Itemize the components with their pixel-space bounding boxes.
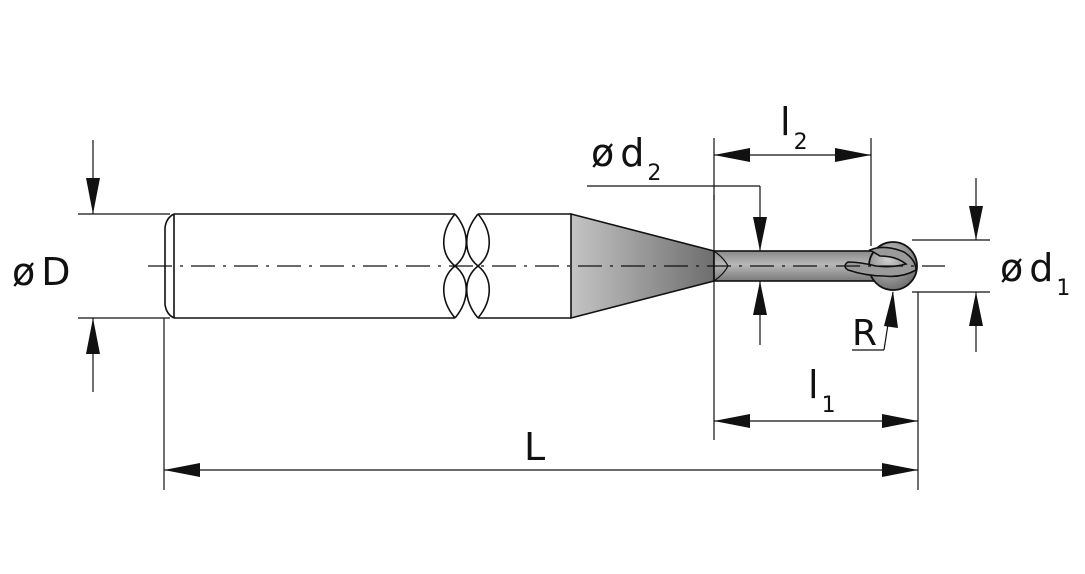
shank-right-section [478,213,571,319]
ball-flute [844,246,917,278]
arrow-right [882,463,918,477]
dimension-radius: R [852,291,898,354]
arrow-up [86,318,100,354]
radius-arrow [884,291,898,328]
arrow-left [714,414,750,428]
arrow-right [835,148,871,162]
arrow-down [86,178,100,214]
overall-length-label: L [524,425,545,469]
arrow-left [714,148,750,162]
dimension-overall-length: L [163,292,919,490]
arrow-up [969,292,983,326]
arrow-up [753,281,767,315]
arrow-down [753,217,767,251]
arrow-right [882,414,918,428]
arrow-down [969,206,983,240]
shank-break-right-inner [466,213,490,319]
radius-label: R [852,313,877,354]
arrow-left [164,463,200,477]
